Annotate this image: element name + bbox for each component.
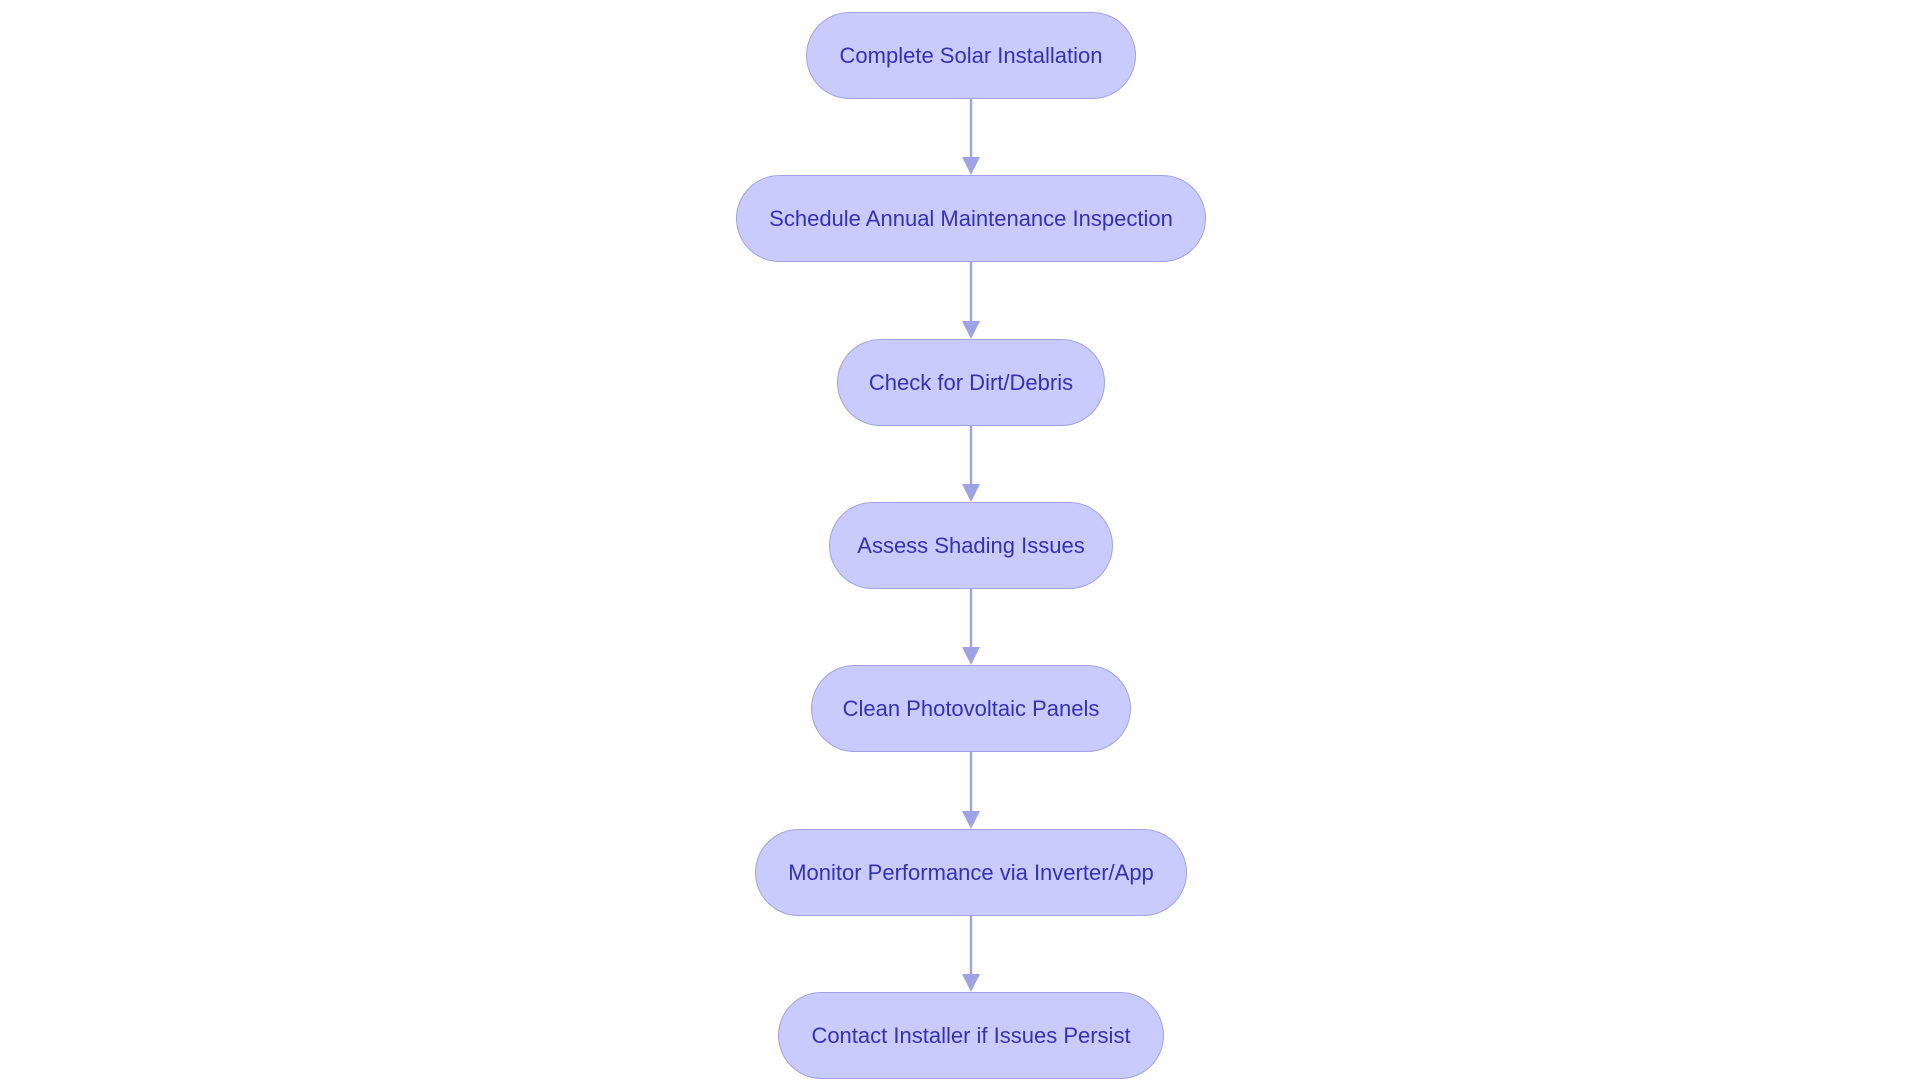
step-label: Contact Installer if Issues Persist (811, 1022, 1131, 1048)
step-check-for-dirt-debris[interactable]: Check for Dirt/Debris (837, 339, 1105, 426)
arrowhead-icon (962, 647, 980, 665)
step-complete-solar-installation[interactable]: Complete Solar Installation (806, 12, 1136, 99)
arrowhead-icon (962, 321, 980, 339)
step-contact-installer-if-issues-persist[interactable]: Contact Installer if Issues Persist (778, 992, 1164, 1079)
step-label: Monitor Performance via Inverter/App (788, 859, 1154, 885)
step-assess-shading-issues[interactable]: Assess Shading Issues (829, 502, 1113, 589)
step-schedule-annual-maintenance-inspection[interactable]: Schedule Annual Maintenance Inspection (736, 175, 1206, 262)
arrowhead-icon (962, 484, 980, 502)
connector-arrow (962, 426, 980, 502)
step-monitor-performance-via-inverter-app[interactable]: Monitor Performance via Inverter/App (755, 829, 1187, 916)
arrowhead-icon (962, 811, 980, 829)
step-clean-photovoltaic-panels[interactable]: Clean Photovoltaic Panels (811, 665, 1131, 752)
step-label: Clean Photovoltaic Panels (842, 695, 1100, 721)
step-label: Assess Shading Issues (857, 532, 1085, 558)
step-label: Schedule Annual Maintenance Inspection (769, 205, 1173, 231)
arrowhead-icon (962, 157, 980, 175)
connector-arrow (962, 752, 980, 829)
arrowhead-icon (962, 974, 980, 992)
connector-arrow (962, 589, 980, 665)
step-label: Complete Solar Installation (839, 42, 1103, 68)
connector-arrow (962, 916, 980, 992)
connector-arrow (962, 99, 980, 175)
step-label: Check for Dirt/Debris (868, 369, 1074, 395)
connector-arrow (962, 262, 980, 339)
